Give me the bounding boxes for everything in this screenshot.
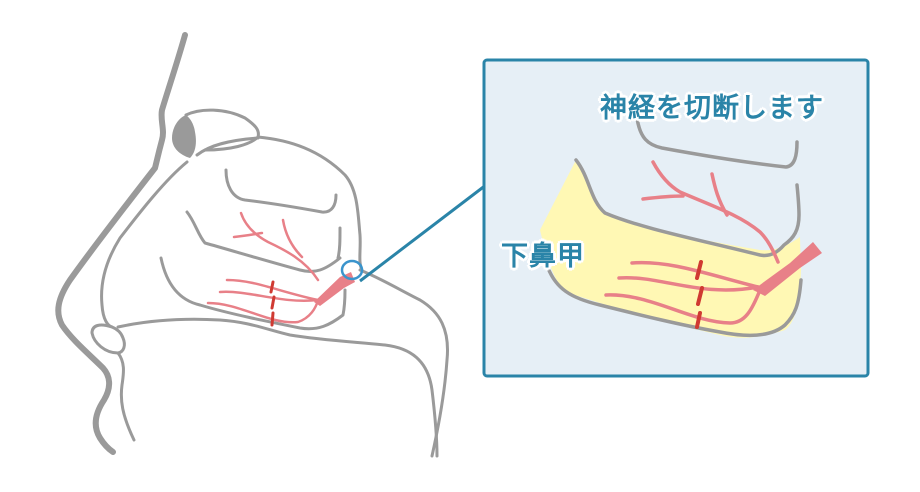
upper-lip-line — [116, 351, 136, 442]
nerve-branch-upper-1 — [239, 211, 320, 282]
cavity-top-line — [256, 135, 364, 272]
nerve-branch-upper-2 — [232, 231, 264, 239]
callout-nerve-main-1 — [630, 260, 760, 289]
cut-mark-1 — [269, 280, 275, 294]
cut-mark-3 — [270, 311, 275, 327]
callout-cut-mark-2 — [696, 286, 704, 306]
eye-fill — [172, 115, 196, 158]
middle-turbinate-end — [336, 226, 342, 260]
nasal-bone-line — [100, 160, 189, 329]
callout-nerve-trunk — [753, 242, 822, 296]
face-profile-outline — [55, 32, 188, 455]
callout-nerve-main-2 — [617, 275, 760, 292]
nerve-trunk — [314, 272, 355, 306]
nerve-branch-upper-3 — [281, 218, 304, 259]
callout-cut-mark-3 — [695, 311, 702, 329]
cut-mark-2 — [270, 295, 276, 310]
nerve-cut-label: 神経を切断します — [600, 93, 824, 124]
eye-lower — [195, 136, 260, 157]
middle-turbinate — [185, 210, 342, 273]
eye-socket-outline — [184, 108, 260, 152]
callout-middle-turbinate-top — [635, 116, 799, 169]
callout-turbinate-fill — [540, 160, 801, 338]
nerve-main-2 — [218, 290, 320, 302]
callout-turbinate-lower-edge — [546, 266, 803, 338]
callout-nerve-main-3 — [604, 288, 762, 325]
nerve-main-1 — [225, 278, 320, 302]
highlight-circle — [340, 259, 364, 281]
nasal-floor-line — [116, 317, 439, 458]
callout-nerve-branch-2 — [641, 194, 685, 201]
pharynx-line — [358, 268, 450, 458]
callout-cut-mark-1 — [695, 260, 703, 280]
superior-turbinate — [224, 168, 338, 214]
nostril-outline — [90, 323, 126, 355]
leader-line — [359, 183, 487, 283]
callout-turbinate-upper-edge — [574, 158, 801, 258]
inferior-turbinate-outline — [159, 256, 347, 331]
nerve-main-3 — [206, 298, 320, 324]
callout-nerve-branch-3 — [710, 172, 729, 217]
inferior-turbinate-label: 下鼻甲 — [501, 241, 585, 272]
